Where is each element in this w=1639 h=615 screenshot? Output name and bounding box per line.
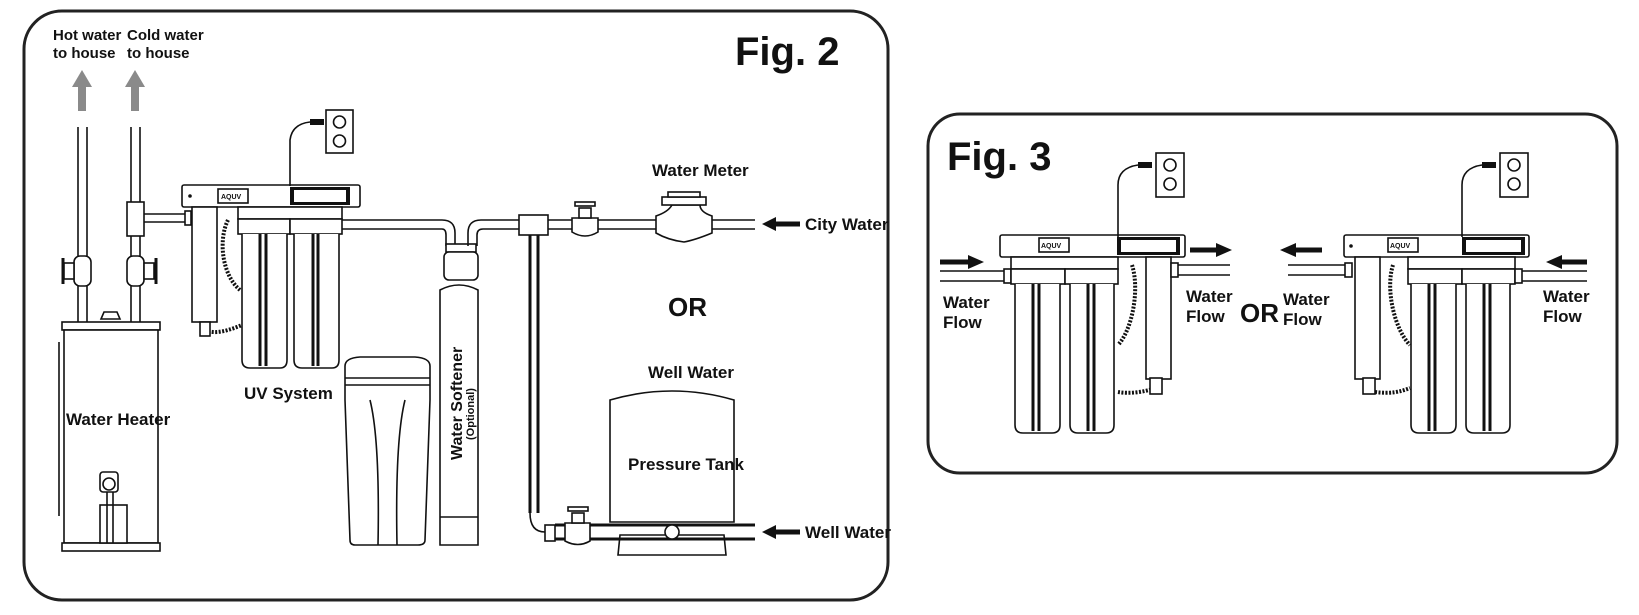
- or-label: OR: [668, 292, 707, 322]
- cold-water-valve-icon: [126, 255, 158, 287]
- water-softener-note: (Optional): [465, 388, 477, 440]
- fig3-panel: Fig. 3 Water Flow AQUV: [926, 112, 1619, 475]
- fig2-title: Fig. 2: [735, 30, 839, 74]
- uv-system: AQUV UV System: [181, 184, 456, 403]
- power-outlet-left-icon: [1117, 152, 1185, 237]
- water-meter-label: Water Meter: [652, 161, 749, 180]
- cold-water-label-1: Cold water: [127, 27, 204, 44]
- hot-water-label-2: to house: [53, 45, 116, 62]
- brine-tank: [344, 356, 431, 546]
- hot-water-pipe: [77, 127, 88, 330]
- fig2-panel: Fig. 2 Hot water to house Cold water to …: [22, 9, 891, 602]
- right-out-label-1: Water: [1283, 290, 1330, 309]
- flow-out-arrow-right-icon: [1280, 243, 1322, 257]
- pressure-tank-label: Pressure Tank: [628, 455, 744, 474]
- flow-out-arrow-left-icon: [1190, 243, 1232, 257]
- cold-water-pipe: [126, 127, 192, 330]
- uv-brand-logo-right: AQUV: [1390, 243, 1411, 250]
- uv-system-right: Water Flow AQUV: [1280, 152, 1590, 434]
- left-in-label-1: Water: [943, 293, 990, 312]
- water-softener-label: Water Softener: [449, 347, 466, 460]
- water-heater-label: Water Heater: [66, 410, 171, 429]
- city-water-label: City Water: [805, 215, 889, 234]
- left-in-label-2: Flow: [943, 313, 982, 332]
- well-water-arrow-icon: [762, 525, 800, 539]
- city-water-arrow-icon: [762, 217, 800, 231]
- water-softener: Water Softener (Optional): [439, 243, 479, 546]
- cold-water-up-arrow-icon: [125, 70, 145, 111]
- flow-in-arrow-right-icon: [1546, 255, 1587, 269]
- fig3-or-label: OR: [1240, 298, 1279, 328]
- power-outlet-icon: [289, 109, 354, 186]
- power-outlet-right-icon: [1461, 152, 1529, 237]
- water-heater: Water Heater: [58, 311, 171, 552]
- uv-brand-logo-left: AQUV: [1041, 243, 1062, 250]
- left-out-label-2: Flow: [1186, 307, 1225, 326]
- uv-system-left: Water Flow AQUV: [940, 152, 1233, 434]
- hot-water-valve-icon: [61, 255, 92, 287]
- hot-water-up-arrow-icon: [72, 70, 92, 111]
- well-water-label: Well Water: [648, 363, 734, 382]
- cold-water-label-2: to house: [127, 45, 190, 62]
- well-water-inlet-label: Well Water: [805, 523, 891, 542]
- left-out-label-1: Water: [1186, 287, 1233, 306]
- hot-water-label-1: Hot water: [53, 27, 122, 44]
- right-in-label-1: Water: [1543, 287, 1590, 306]
- uv-brand-logo: AQUV: [221, 194, 242, 201]
- flow-in-arrow-left-icon: [940, 255, 984, 269]
- right-out-label-2: Flow: [1283, 310, 1322, 329]
- pressure-tank: Pressure Tank: [609, 390, 744, 556]
- city-water-line: [467, 191, 755, 513]
- fig3-title: Fig. 3: [947, 135, 1051, 179]
- right-in-label-2: Flow: [1543, 307, 1582, 326]
- well-water-line: [529, 506, 755, 546]
- uv-system-label: UV System: [244, 384, 333, 403]
